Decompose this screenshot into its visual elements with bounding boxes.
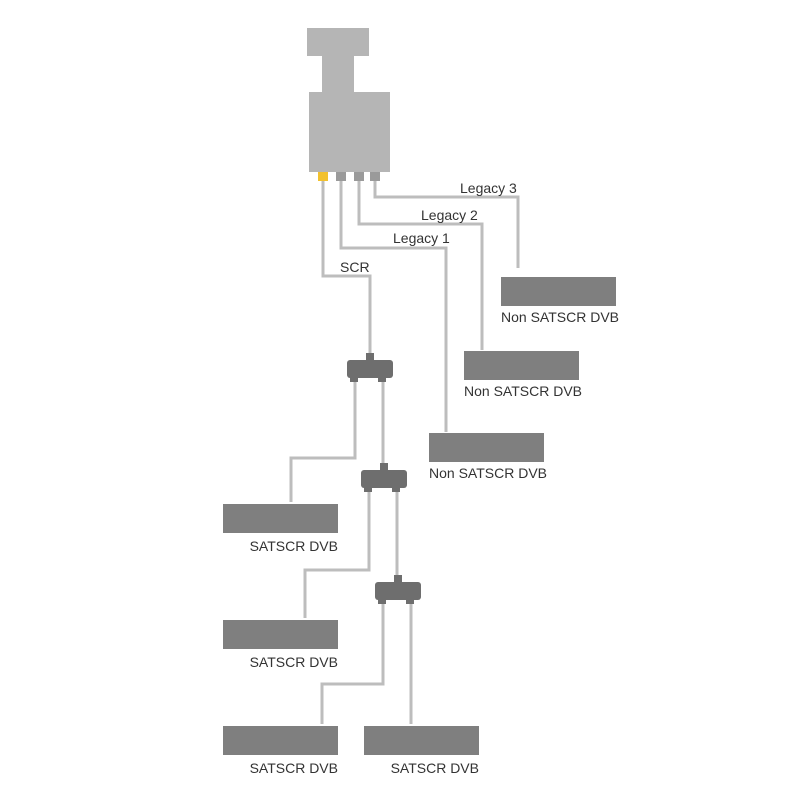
wires [289,180,520,724]
wire-splitter2-left [303,488,371,618]
wire-legacy-3 [373,180,520,268]
non-satscr-receiver-1 [429,433,544,462]
scr-label: SCR [340,259,370,275]
legacy-2-label: Legacy 2 [421,207,478,223]
non-satscr-receiver-2-label: Non SATSCR DVB [464,383,582,399]
wire-scr [321,180,372,355]
satscr-receiver-3 [223,726,338,755]
satscr-receiver-4 [364,726,479,755]
non-satscr-receiver-2 [464,351,579,380]
splitter-1 [347,353,393,382]
wire-legacy-1 [339,180,448,432]
legacy-1-label: Legacy 1 [393,230,450,246]
satscr-receiver-1-label: SATSCR DVB [250,538,338,554]
non-satscr-receiver-3 [501,277,616,306]
splitter-2 [361,463,407,492]
legacy-3-port [370,172,380,181]
satscr-receiver-2 [223,620,338,649]
non-satscr-receiver-3-label: Non SATSCR DVB [501,309,619,325]
wire-splitter1-left [289,378,357,502]
splitter-icon [361,470,407,488]
lnb-device-icon [307,28,390,181]
wire-legacy-2 [357,180,484,350]
satscr-receiver-3-label: SATSCR DVB [250,760,338,776]
satscr-receiver-4-label: SATSCR DVB [391,760,479,776]
splitter-icon [347,360,393,378]
splitter-icon [375,582,421,600]
legacy-3-label: Legacy 3 [460,180,517,196]
legacy-2-port [354,172,364,181]
legacy-1-port [336,172,346,181]
non-satscr-receiver-1-label: Non SATSCR DVB [429,465,547,481]
scr-port [318,172,328,181]
satscr-receiver-1 [223,504,338,533]
satscr-receiver-2-label: SATSCR DVB [250,654,338,670]
wire-splitter3-left [320,600,385,724]
splitter-3 [375,575,421,604]
